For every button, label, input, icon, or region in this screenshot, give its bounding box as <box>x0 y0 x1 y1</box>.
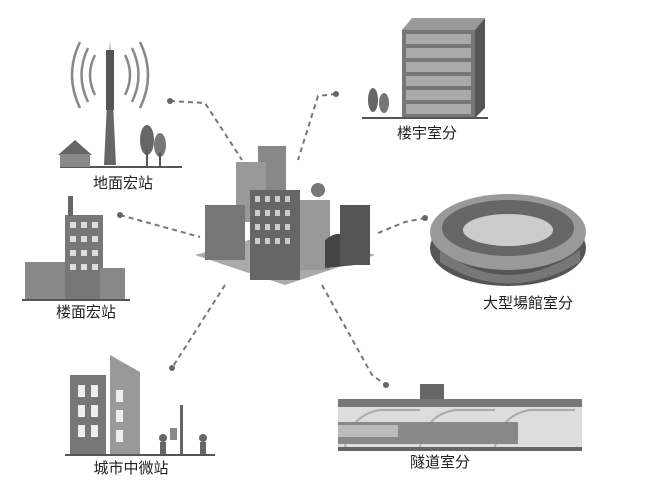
tunnel-illustration <box>338 384 582 451</box>
label-urban-micro-site: 城市中微站 <box>93 459 168 477</box>
connector-tunnel <box>321 284 387 386</box>
connectors <box>117 91 428 388</box>
connector-dot <box>383 382 389 388</box>
connector-dot <box>422 215 428 221</box>
stadium-illustration <box>430 194 586 286</box>
connector-dot <box>117 212 123 218</box>
building-indoor-illustration <box>362 18 488 119</box>
connector-stadium <box>377 217 426 234</box>
connector-dot <box>169 365 175 371</box>
label-stadium-indoor: 大型場館室分 <box>483 294 573 312</box>
rooftop-macro-illustration <box>22 196 130 301</box>
connector-urban-micro <box>171 284 226 369</box>
urban-micro-illustration <box>65 355 215 456</box>
connector-dot <box>333 91 339 97</box>
central-city-illustration <box>195 146 375 285</box>
connector-dot <box>167 98 173 104</box>
connector-ground-macro <box>169 100 243 161</box>
label-building-indoor: 楼宇室分 <box>397 124 457 142</box>
label-tunnel-indoor: 隧道室分 <box>410 453 470 471</box>
connector-rooftop-macro <box>119 214 201 238</box>
ground-macro-tower-illustration <box>58 40 182 168</box>
connector-building-indoor <box>297 93 337 161</box>
label-rooftop-macro-site: 楼面宏站 <box>56 303 116 321</box>
label-ground-macro-site: 地面宏站 <box>93 174 153 192</box>
